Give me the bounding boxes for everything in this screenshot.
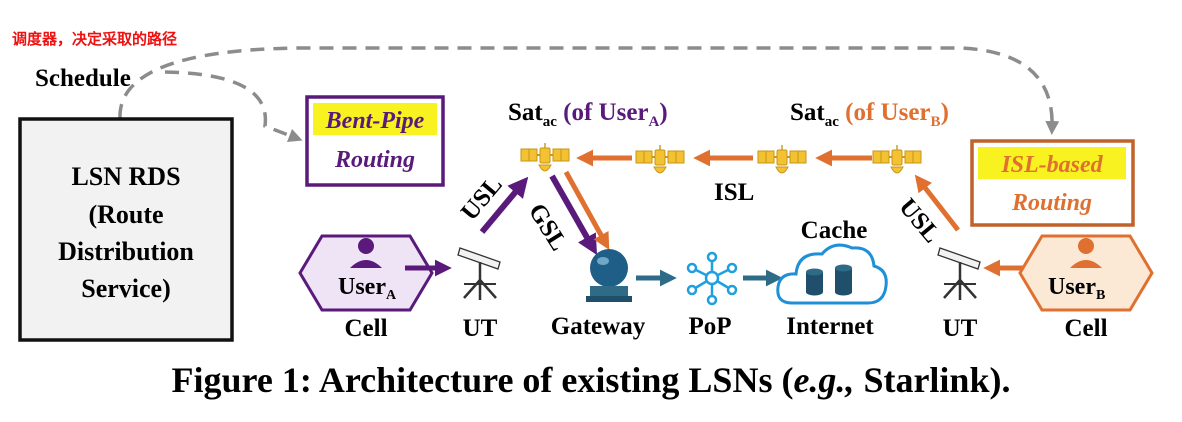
cell-right-hexagon — [1018, 234, 1154, 312]
ut-left-label: UT — [463, 315, 498, 342]
cache-label: Cache — [801, 217, 868, 244]
satellite-icon-3 — [757, 144, 807, 174]
cache-cylinder-icon — [806, 264, 852, 296]
schedule-label: Schedule — [35, 65, 131, 92]
rds-line4: Service) — [81, 274, 171, 303]
ut-right-icon — [936, 246, 982, 302]
sat-b-label: Satac (of UserB) — [790, 99, 949, 130]
isl-label: ISL — [714, 179, 754, 206]
schedule-dashed-arc — [118, 46, 1060, 135]
satellite-icon-2 — [635, 144, 685, 174]
ut-left-icon — [456, 246, 502, 302]
isl-based-line1: ISL-based — [1000, 152, 1103, 178]
bent-pipe-highlight — [313, 103, 437, 135]
sat-a-label: Satac (of UserA) — [508, 99, 668, 130]
user-a-label: UserA — [338, 274, 397, 303]
isl-based-highlight — [978, 147, 1126, 179]
internet-label: Internet — [786, 313, 874, 340]
schedule-dashed-branch — [164, 70, 303, 143]
internet-cloud-icon — [776, 243, 888, 305]
gsl-label: GSL — [523, 199, 572, 256]
gateway-label: Gateway — [551, 313, 646, 340]
usl-right-arrow — [914, 174, 960, 232]
figure-caption: Figure 1: Architecture of existing LSNs … — [172, 360, 1011, 400]
cell-right-label: Cell — [1064, 315, 1107, 342]
rds-line3: Distribution — [58, 237, 194, 266]
user-a-icon — [350, 238, 382, 268]
gsl-arrow-orange — [563, 170, 610, 250]
cell-left-hexagon — [298, 234, 434, 312]
annotation-text: 调度器，决定采取的路径 — [12, 30, 177, 48]
pop-icon — [686, 251, 738, 306]
rds-line1: LSN RDS — [71, 162, 180, 191]
usl-left-arrow — [479, 176, 529, 234]
cell-left-label: Cell — [344, 315, 387, 342]
rds-line2: (Route — [88, 200, 163, 229]
ut-right-label: UT — [943, 315, 978, 342]
usl-left-label: USL — [456, 171, 508, 226]
user-b-label: UserB — [1048, 274, 1105, 303]
rds-box — [18, 117, 234, 342]
bent-pipe-line1: Bent-Pipe — [325, 108, 425, 134]
user-b-icon — [1070, 238, 1102, 268]
bent-pipe-line2: Routing — [334, 147, 415, 173]
isl-based-line2: Routing — [1011, 190, 1092, 216]
satellite-icon-a — [520, 142, 570, 172]
gsl-arrow-purple — [549, 174, 598, 256]
gateway-icon — [586, 249, 632, 302]
satellite-icon-b — [872, 144, 922, 174]
pop-label: PoP — [688, 313, 731, 340]
